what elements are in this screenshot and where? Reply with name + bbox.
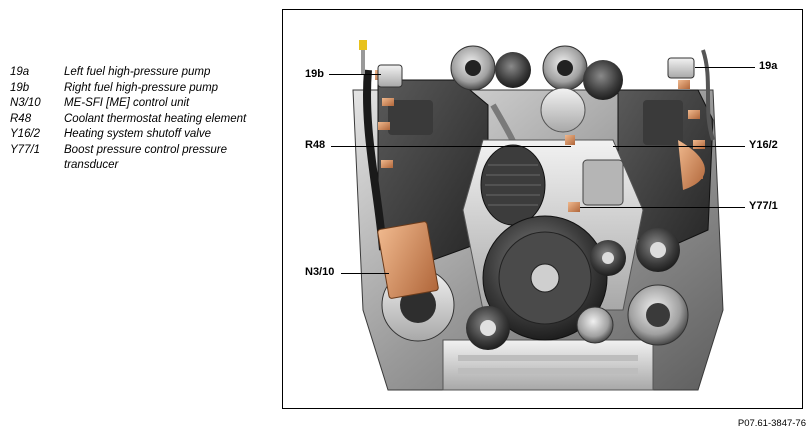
legend-row: 19a Left fuel high-pressure pump — [10, 65, 280, 81]
callout-19a: 19a — [759, 60, 778, 72]
legend-description: Left fuel high-pressure pump — [64, 66, 211, 78]
legend-code: 19b — [10, 81, 30, 94]
legend: 19a Left fuel high-pressure pump 19b Rig… — [10, 65, 280, 174]
engine-illustration — [352, 40, 724, 391]
legend-description: Heating system shutoff valve — [64, 128, 212, 140]
legend-code: Y16/2 — [10, 128, 41, 140]
legend-code: 19a — [10, 66, 30, 78]
leader-line-r48 — [331, 146, 571, 147]
legend-description: ME-SFI [ME] control unit — [64, 97, 190, 109]
legend-row: 19b Right fuel high-pressure pump — [10, 81, 280, 97]
legend-row: Y77/1 Boost pressure control pressure tr… — [10, 143, 280, 174]
legend-description: Coolant thermostat heating element — [64, 112, 247, 125]
callout-19b: 19b — [305, 68, 324, 80]
figure-reference-code: P07.61-3847-76 — [737, 418, 806, 429]
callout-y16-2: Y16/2 — [749, 139, 778, 151]
engine-figure-frame: 19b 19a R48 Y16/2 Y77/1 N3/10 — [282, 9, 803, 409]
legend-description: Right fuel high-pressure pump — [64, 81, 219, 94]
leader-line-y77-1 — [580, 207, 745, 208]
callout-y77-1: Y77/1 — [749, 200, 778, 212]
callout-r48: R48 — [305, 139, 326, 151]
legend-code: Y77/1 — [10, 143, 41, 156]
callout-n3-10: N3/10 — [305, 266, 335, 278]
legend-row: Y16/2 Heating system shutoff valve — [10, 127, 280, 143]
legend-description: Boost pressure control pressure transduc… — [64, 143, 227, 172]
leader-line-19b — [329, 74, 381, 75]
leader-line-n3-10 — [341, 273, 389, 274]
legend-row: N3/10 ME-SFI [ME] control unit — [10, 96, 280, 112]
leader-line-y16-2 — [613, 146, 745, 147]
legend-code: R48 — [10, 112, 32, 125]
legend-code: N3/10 — [10, 97, 41, 109]
legend-row: R48 Coolant thermostat heating element — [10, 112, 280, 128]
leader-line-19a — [695, 67, 755, 68]
